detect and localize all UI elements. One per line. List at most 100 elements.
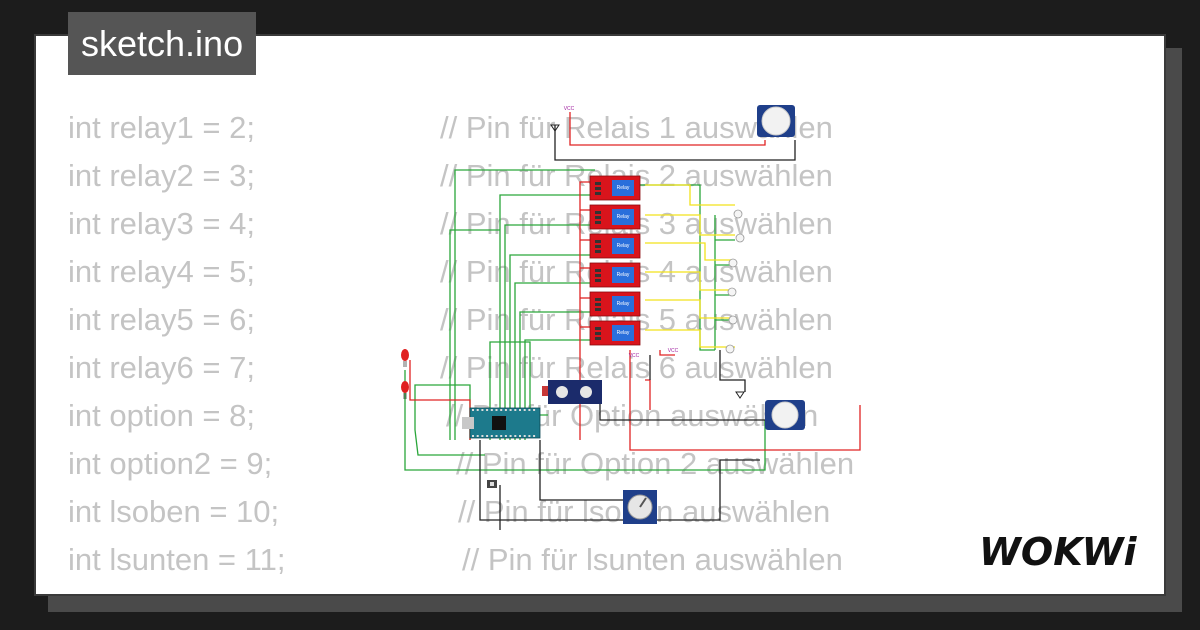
relay-block	[612, 238, 634, 254]
relay-pin	[595, 269, 601, 272]
pir-dome	[771, 401, 799, 429]
relay-label: Relay	[617, 330, 630, 336]
relay-block	[612, 325, 634, 341]
arduino-pin	[495, 409, 498, 411]
sensor-eye	[580, 386, 592, 398]
arduino-pin	[476, 409, 479, 411]
led	[401, 381, 409, 399]
wokwi-logo: WOKWi	[979, 530, 1138, 574]
code-comment: // Pin für Option 2 auswählen	[456, 446, 855, 481]
arduino-pin	[481, 409, 484, 411]
relay-pin	[595, 332, 601, 335]
wire-green	[449, 229, 500, 440]
pir-sensor	[757, 105, 795, 137]
relay-label: Relay	[617, 243, 630, 249]
relay-pin	[595, 245, 601, 248]
arduino-pin	[481, 435, 484, 437]
wire-green	[414, 384, 485, 456]
wire-black	[479, 440, 760, 521]
arduino-usb	[462, 417, 474, 429]
ground-symbol	[550, 124, 560, 132]
code-declaration: int relay6 = 7;	[68, 350, 255, 385]
code-declaration: int lsunten = 11;	[68, 542, 286, 577]
arduino-nano	[462, 407, 541, 439]
ground-symbol	[735, 391, 745, 399]
code-declaration: int relay2 = 3;	[68, 158, 255, 193]
led-body	[401, 381, 409, 393]
switch-knob	[490, 482, 494, 486]
potentiometer	[623, 490, 657, 524]
relay-pin	[595, 187, 601, 190]
arduino-pin	[514, 409, 517, 411]
relay-module: Relay	[589, 204, 641, 230]
relay-block	[612, 267, 634, 283]
relay-block	[612, 209, 634, 225]
code-declaration: int option = 8;	[68, 398, 255, 433]
wire-red	[409, 360, 471, 440]
relay-block	[612, 180, 634, 196]
code-declaration: int relay1 = 2;	[68, 110, 255, 145]
code-declaration: int relay4 = 5;	[68, 254, 255, 289]
relay-pin	[595, 182, 601, 185]
relay-label: Relay	[617, 272, 630, 278]
relay-pin	[595, 211, 601, 214]
bulb	[725, 344, 735, 354]
arduino-pin	[533, 409, 536, 411]
arduino-pin	[528, 409, 531, 411]
code-declaration: int lsdu... = 12;	[68, 584, 270, 594]
relay-pin	[595, 327, 601, 330]
relay-pin	[595, 303, 601, 306]
arduino-pin	[523, 409, 526, 411]
arduino-pin	[476, 435, 479, 437]
code-declaration: int lsoben = 10;	[68, 494, 280, 529]
wire-yellow	[645, 329, 735, 348]
wire-yellow	[645, 214, 735, 236]
code-comment: // Pin für ls... auswählen	[460, 584, 789, 594]
led-body	[401, 349, 409, 361]
sensor-component	[542, 386, 548, 396]
wire-green	[514, 282, 595, 440]
code-comment: // Pin für lsunten auswählen	[462, 542, 843, 577]
wire-yellow	[645, 299, 735, 319]
arduino-pin	[500, 435, 503, 437]
relay-module: Relay	[589, 291, 641, 317]
arduino-pin	[486, 435, 489, 437]
relay-label: Relay	[617, 214, 630, 220]
vcc-label: VCC	[564, 106, 575, 112]
wire-yellow	[645, 242, 735, 261]
sensor-eye	[556, 386, 568, 398]
wire-green	[454, 169, 595, 440]
relay-module: Relay	[589, 320, 641, 346]
bulb	[735, 233, 745, 243]
relay-pin	[595, 308, 601, 311]
arduino-pin	[514, 435, 517, 437]
relay-module: Relay	[589, 175, 641, 201]
sensor-module	[542, 380, 602, 404]
vcc-label: VCC	[668, 348, 679, 354]
relay-pin	[595, 221, 601, 224]
vcc-label: VCC	[629, 353, 640, 359]
wire-black	[719, 350, 746, 392]
relay-pin	[595, 192, 601, 195]
wire-black	[554, 125, 796, 161]
led	[401, 349, 409, 367]
code-declaration: int relay3 = 4;	[68, 206, 255, 241]
arduino-pin	[528, 435, 531, 437]
arduino-pin	[472, 409, 474, 411]
arduino-pin	[519, 409, 521, 411]
wire-green	[640, 184, 715, 351]
bulb	[728, 258, 738, 268]
pir-sensor	[765, 400, 805, 430]
arduino-chip	[492, 416, 506, 430]
wire-yellow	[645, 271, 735, 291]
wire-red	[659, 350, 675, 356]
arduino-pin	[504, 409, 507, 411]
arduino-pin	[509, 409, 512, 411]
wire-red	[569, 112, 766, 146]
slide-switch	[487, 480, 497, 488]
relay-pin	[595, 250, 601, 253]
wire-red	[629, 350, 861, 451]
relay-label: Relay	[617, 185, 630, 191]
